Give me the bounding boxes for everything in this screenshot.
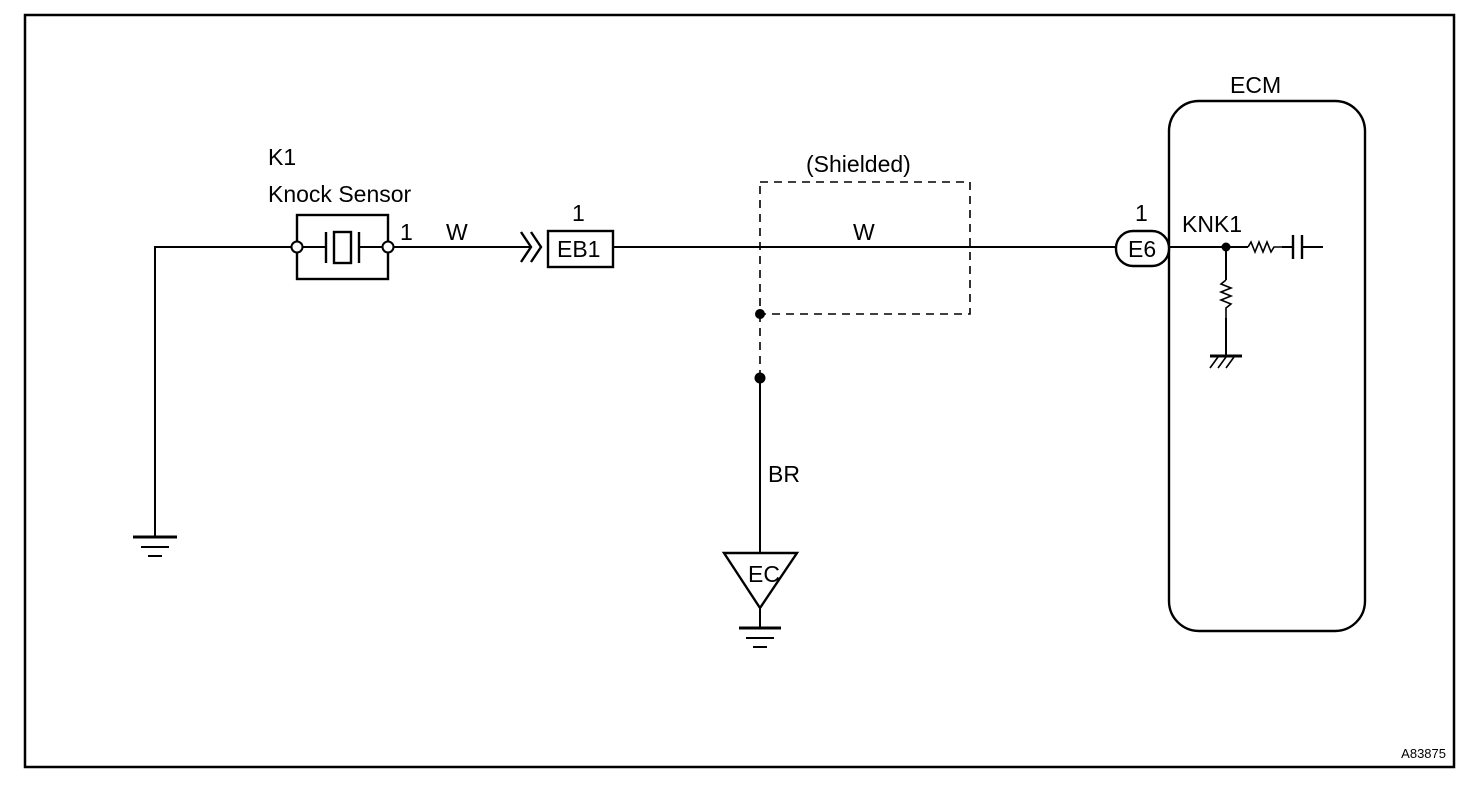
ecm-terminal-knk1: KNK1 (1182, 211, 1242, 237)
connector-eb1-name: EB1 (557, 236, 600, 262)
chassis-ground-symbol-center (739, 626, 781, 648)
connector-eb1: EB1 (520, 229, 615, 269)
ecm-knk1-input-circuit (1169, 235, 1323, 369)
figure-code: A83875 (1401, 746, 1446, 761)
wire-color-sensor-to-eb1: W (446, 219, 468, 245)
wire-color-shield-ground: BR (768, 461, 800, 487)
series-resistor (1247, 239, 1282, 255)
knock-sensor-body (290, 213, 395, 281)
connector-eb1-pin: 1 (572, 200, 585, 226)
chassis-ground-symbol-left (133, 535, 177, 557)
shield-outline (759, 181, 971, 315)
knock-sensor-name: Knock Sensor (268, 181, 412, 207)
sensor-ground-wire (154, 246, 297, 537)
knock-sensor-pin-label: 1 (400, 219, 413, 245)
connector-e6: E6 (1114, 229, 1171, 268)
knock-sensor-terminal-ground (290, 240, 304, 254)
connector-e6-pin: 1 (1135, 200, 1148, 226)
knock-sensor-terminal-1 (381, 240, 395, 254)
ground-point-label: EC (748, 561, 780, 587)
ecm-title: ECM (1230, 72, 1281, 98)
ecm-box (1167, 99, 1367, 633)
wire-color-eb1-to-e6: W (853, 219, 875, 245)
shunt-resistor (1218, 279, 1234, 318)
ecm-internal-ground-symbol (1209, 354, 1242, 369)
knock-sensor-ref: K1 (268, 144, 296, 170)
shield-label: (Shielded) (806, 151, 911, 177)
connector-e6-name: E6 (1128, 236, 1156, 262)
ground-point-ec: EC (721, 551, 800, 628)
